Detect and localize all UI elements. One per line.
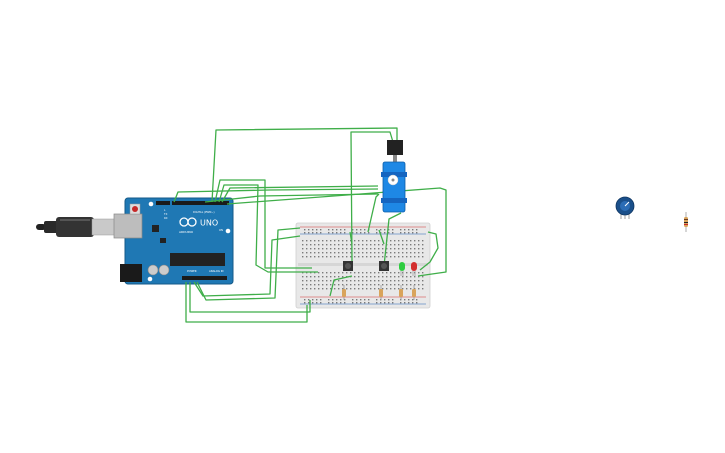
wire: [185, 282, 308, 323]
led-green[interactable]: [399, 262, 405, 276]
resistor-standalone[interactable]: [684, 212, 688, 232]
wire: [367, 193, 380, 233]
wire: [204, 193, 379, 203]
wire: [173, 188, 379, 203]
potentiometer[interactable]: [615, 196, 635, 219]
servo-connector: [387, 140, 403, 155]
wire: [383, 212, 402, 267]
pushbutton-1[interactable]: [343, 261, 353, 271]
rx-label: RX: [164, 216, 168, 220]
digital-label: DIGITAL (PWM~): [193, 210, 215, 214]
led-red[interactable]: [411, 262, 417, 276]
board-brand-text: ARDUINO: [179, 230, 194, 234]
resistor-3[interactable]: [399, 285, 403, 300]
l-label: L: [164, 208, 166, 212]
board-logo-text: UNO: [200, 219, 218, 228]
wire: [226, 187, 447, 277]
wire: [211, 127, 398, 203]
arduino-uno-board[interactable]: UNO ARDUINO DIGITAL (PWM~) POWER ANALOG …: [113, 197, 234, 285]
wire: [329, 275, 353, 297]
usb-cable[interactable]: [36, 217, 121, 237]
resistor-2[interactable]: [379, 285, 383, 300]
breadboard[interactable]: [295, 222, 431, 309]
wire: [419, 231, 439, 271]
power-analog-header[interactable]: [182, 276, 227, 280]
wire: [193, 235, 301, 297]
breadboard-holes[interactable]: [302, 229, 424, 304]
tx-label: TX: [164, 212, 168, 216]
wires[interactable]: [173, 127, 447, 323]
reset-button[interactable]: [132, 206, 138, 212]
wire: [350, 131, 394, 265]
servo-motor[interactable]: [381, 140, 407, 213]
pushbutton-2[interactable]: [379, 261, 389, 271]
capacitor-1: [147, 264, 159, 276]
wire: [221, 185, 379, 203]
dc-jack: [120, 264, 142, 282]
wire: [189, 282, 311, 313]
wire: [349, 231, 353, 245]
wire: [196, 227, 301, 301]
capacitor-2: [158, 264, 170, 276]
usb-port: [113, 213, 143, 239]
wire: [214, 179, 312, 269]
digital-header[interactable]: [172, 201, 229, 205]
power-label: POWER: [187, 269, 197, 273]
microcontroller-chip: [170, 253, 225, 266]
analog-label: ANALOG IN: [209, 269, 223, 273]
on-label: ON: [219, 228, 223, 232]
resistor-4[interactable]: [412, 285, 416, 300]
resistor-1[interactable]: [342, 285, 346, 300]
wire: [378, 229, 385, 245]
